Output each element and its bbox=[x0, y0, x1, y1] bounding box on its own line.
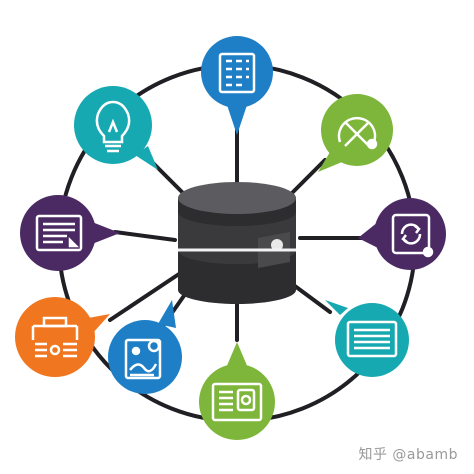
node-bottom-left bbox=[108, 300, 182, 394]
list-document-icon bbox=[346, 320, 398, 358]
text-document-icon bbox=[35, 214, 83, 252]
tools-icon bbox=[31, 316, 79, 358]
node-left bbox=[20, 195, 120, 271]
certificate-icon bbox=[211, 382, 263, 422]
node-right bbox=[358, 198, 446, 270]
node-top-right bbox=[318, 94, 393, 172]
node-top-left bbox=[74, 86, 158, 170]
node-left-lower bbox=[15, 297, 110, 377]
image-document-icon bbox=[124, 338, 162, 380]
node-bottom bbox=[199, 342, 275, 440]
grid-document-icon bbox=[218, 52, 256, 94]
node-top bbox=[201, 36, 273, 135]
sync-box-icon bbox=[391, 213, 434, 258]
database-icon bbox=[178, 182, 296, 304]
gauge-wrench-icon bbox=[337, 116, 378, 150]
lightbulb-icon bbox=[95, 100, 131, 153]
watermark: 知乎 @abamb bbox=[358, 447, 458, 463]
node-bottom-right bbox=[325, 300, 409, 377]
